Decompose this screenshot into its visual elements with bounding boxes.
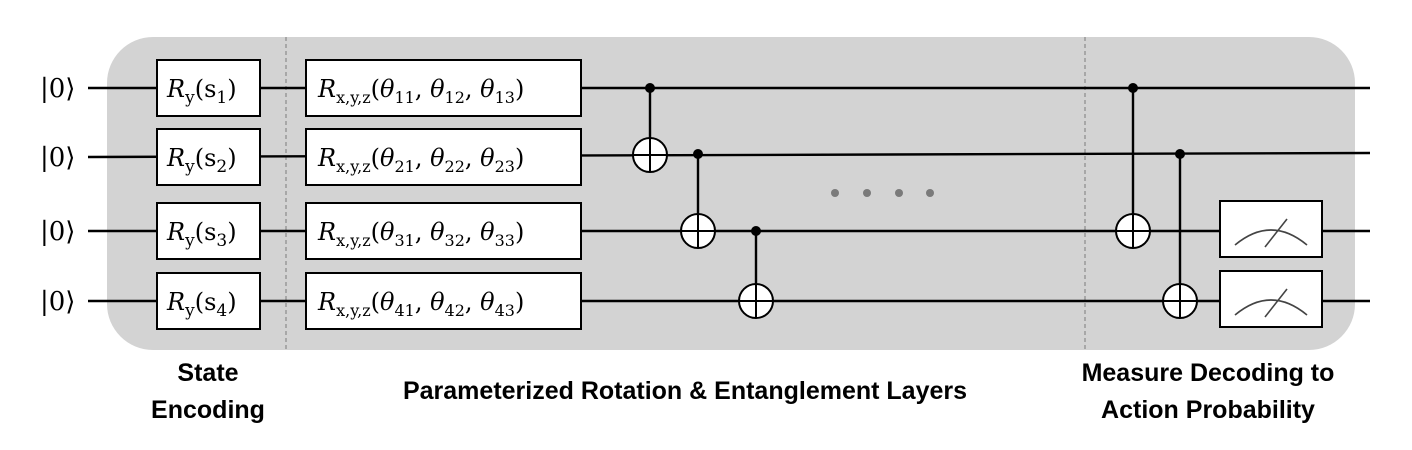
rotation-gate: Rx,y,z(θ21, θ22, θ23) [305,128,582,186]
gate-box [156,202,261,260]
gate-box [305,128,582,186]
rotation-gate: Rx,y,z(θ31, θ32, θ33) [305,202,582,260]
ellipsis-dot [831,189,839,197]
meter-icon [1234,229,1308,246]
cnot-control-dot [693,149,703,159]
encoding-gate: Ry(s2) [156,128,261,186]
section-label-line: Measure Decoding to [1082,359,1335,387]
qubit-input-label: |0⟩ [40,217,75,247]
encoding-gate-label: Ry(s1) [166,75,237,108]
encoding-gate-label: Ry(s3) [166,218,237,251]
section-label-line: Encoding [151,396,265,424]
gate-box [156,59,261,117]
cnot-control-dot [1175,149,1185,159]
measurement-gate [1219,270,1323,328]
qubit-wires [87,86,1371,303]
repeated-layers-ellipsis [831,189,934,197]
gate-box [156,128,261,186]
meter-needle [1264,288,1288,318]
state-encoding-gates: Ry(s1) Ry(s2) Ry(s3) Ry(s4) [156,59,261,330]
rotation-gate-label: Rx,y,z(θ41, θ42, θ43) [317,288,524,320]
measurement-gates [1219,200,1323,328]
section-label-line: Parameterized Rotation & Entanglement La… [403,377,967,405]
cnot-control-dot [645,83,655,93]
rotation-gate: Rx,y,z(θ11, θ12, θ13) [305,59,582,117]
rotation-gate-label: Rx,y,z(θ11, θ12, θ13) [317,75,524,107]
section-label-line: State [177,359,238,387]
qubit-input-label: |0⟩ [40,287,75,317]
encoding-gate: Ry(s3) [156,202,261,260]
encoding-gate-label: Ry(s2) [166,144,237,177]
qubit-input-labels: |0⟩ |0⟩ |0⟩ |0⟩ [40,74,75,317]
gate-box [305,59,582,117]
cnot-gate [738,226,774,319]
encoding-gate: Ry(s1) [156,59,261,117]
ellipsis-dot [863,189,871,197]
cnot-control-dot [1128,83,1138,93]
meter-needle [1264,218,1288,248]
section-label-line: Action Probability [1101,396,1315,424]
gate-box [1219,200,1323,258]
rotation-gates: Rx,y,z(θ11, θ12, θ13) Rx,y,z(θ21, θ22, θ2… [305,59,582,330]
cnot-gate [680,149,716,249]
measure-decoding-label: Measure Decoding to Action Probability [1082,359,1335,424]
rotation-gate-label: Rx,y,z(θ31, θ32, θ33) [317,218,524,250]
measurement-gate [1219,200,1323,258]
ellipsis-dot [895,189,903,197]
gate-box [305,202,582,260]
encoding-gate: Ry(s4) [156,272,261,330]
entangling-cnot-gates [632,83,1198,319]
gate-box [156,272,261,330]
cnot-gate [1115,83,1151,249]
qubit-input-label: |0⟩ [40,143,75,173]
encoding-gate-label: Ry(s4) [166,288,237,321]
qubit-wire [87,151,1371,159]
rotation-entanglement-label: Parameterized Rotation & Entanglement La… [403,377,967,405]
rotation-gate-label: Rx,y,z(θ21, θ22, θ23) [317,144,524,176]
gate-box [305,272,582,330]
rotation-gate: Rx,y,z(θ41, θ42, θ43) [305,272,582,330]
cnot-control-dot [751,226,761,236]
meter-icon [1234,299,1308,316]
cnot-gate [1162,149,1198,319]
qubit-input-label: |0⟩ [40,74,75,104]
cnot-gate [632,83,668,173]
gate-box [1219,270,1323,328]
ellipsis-dot [926,189,934,197]
